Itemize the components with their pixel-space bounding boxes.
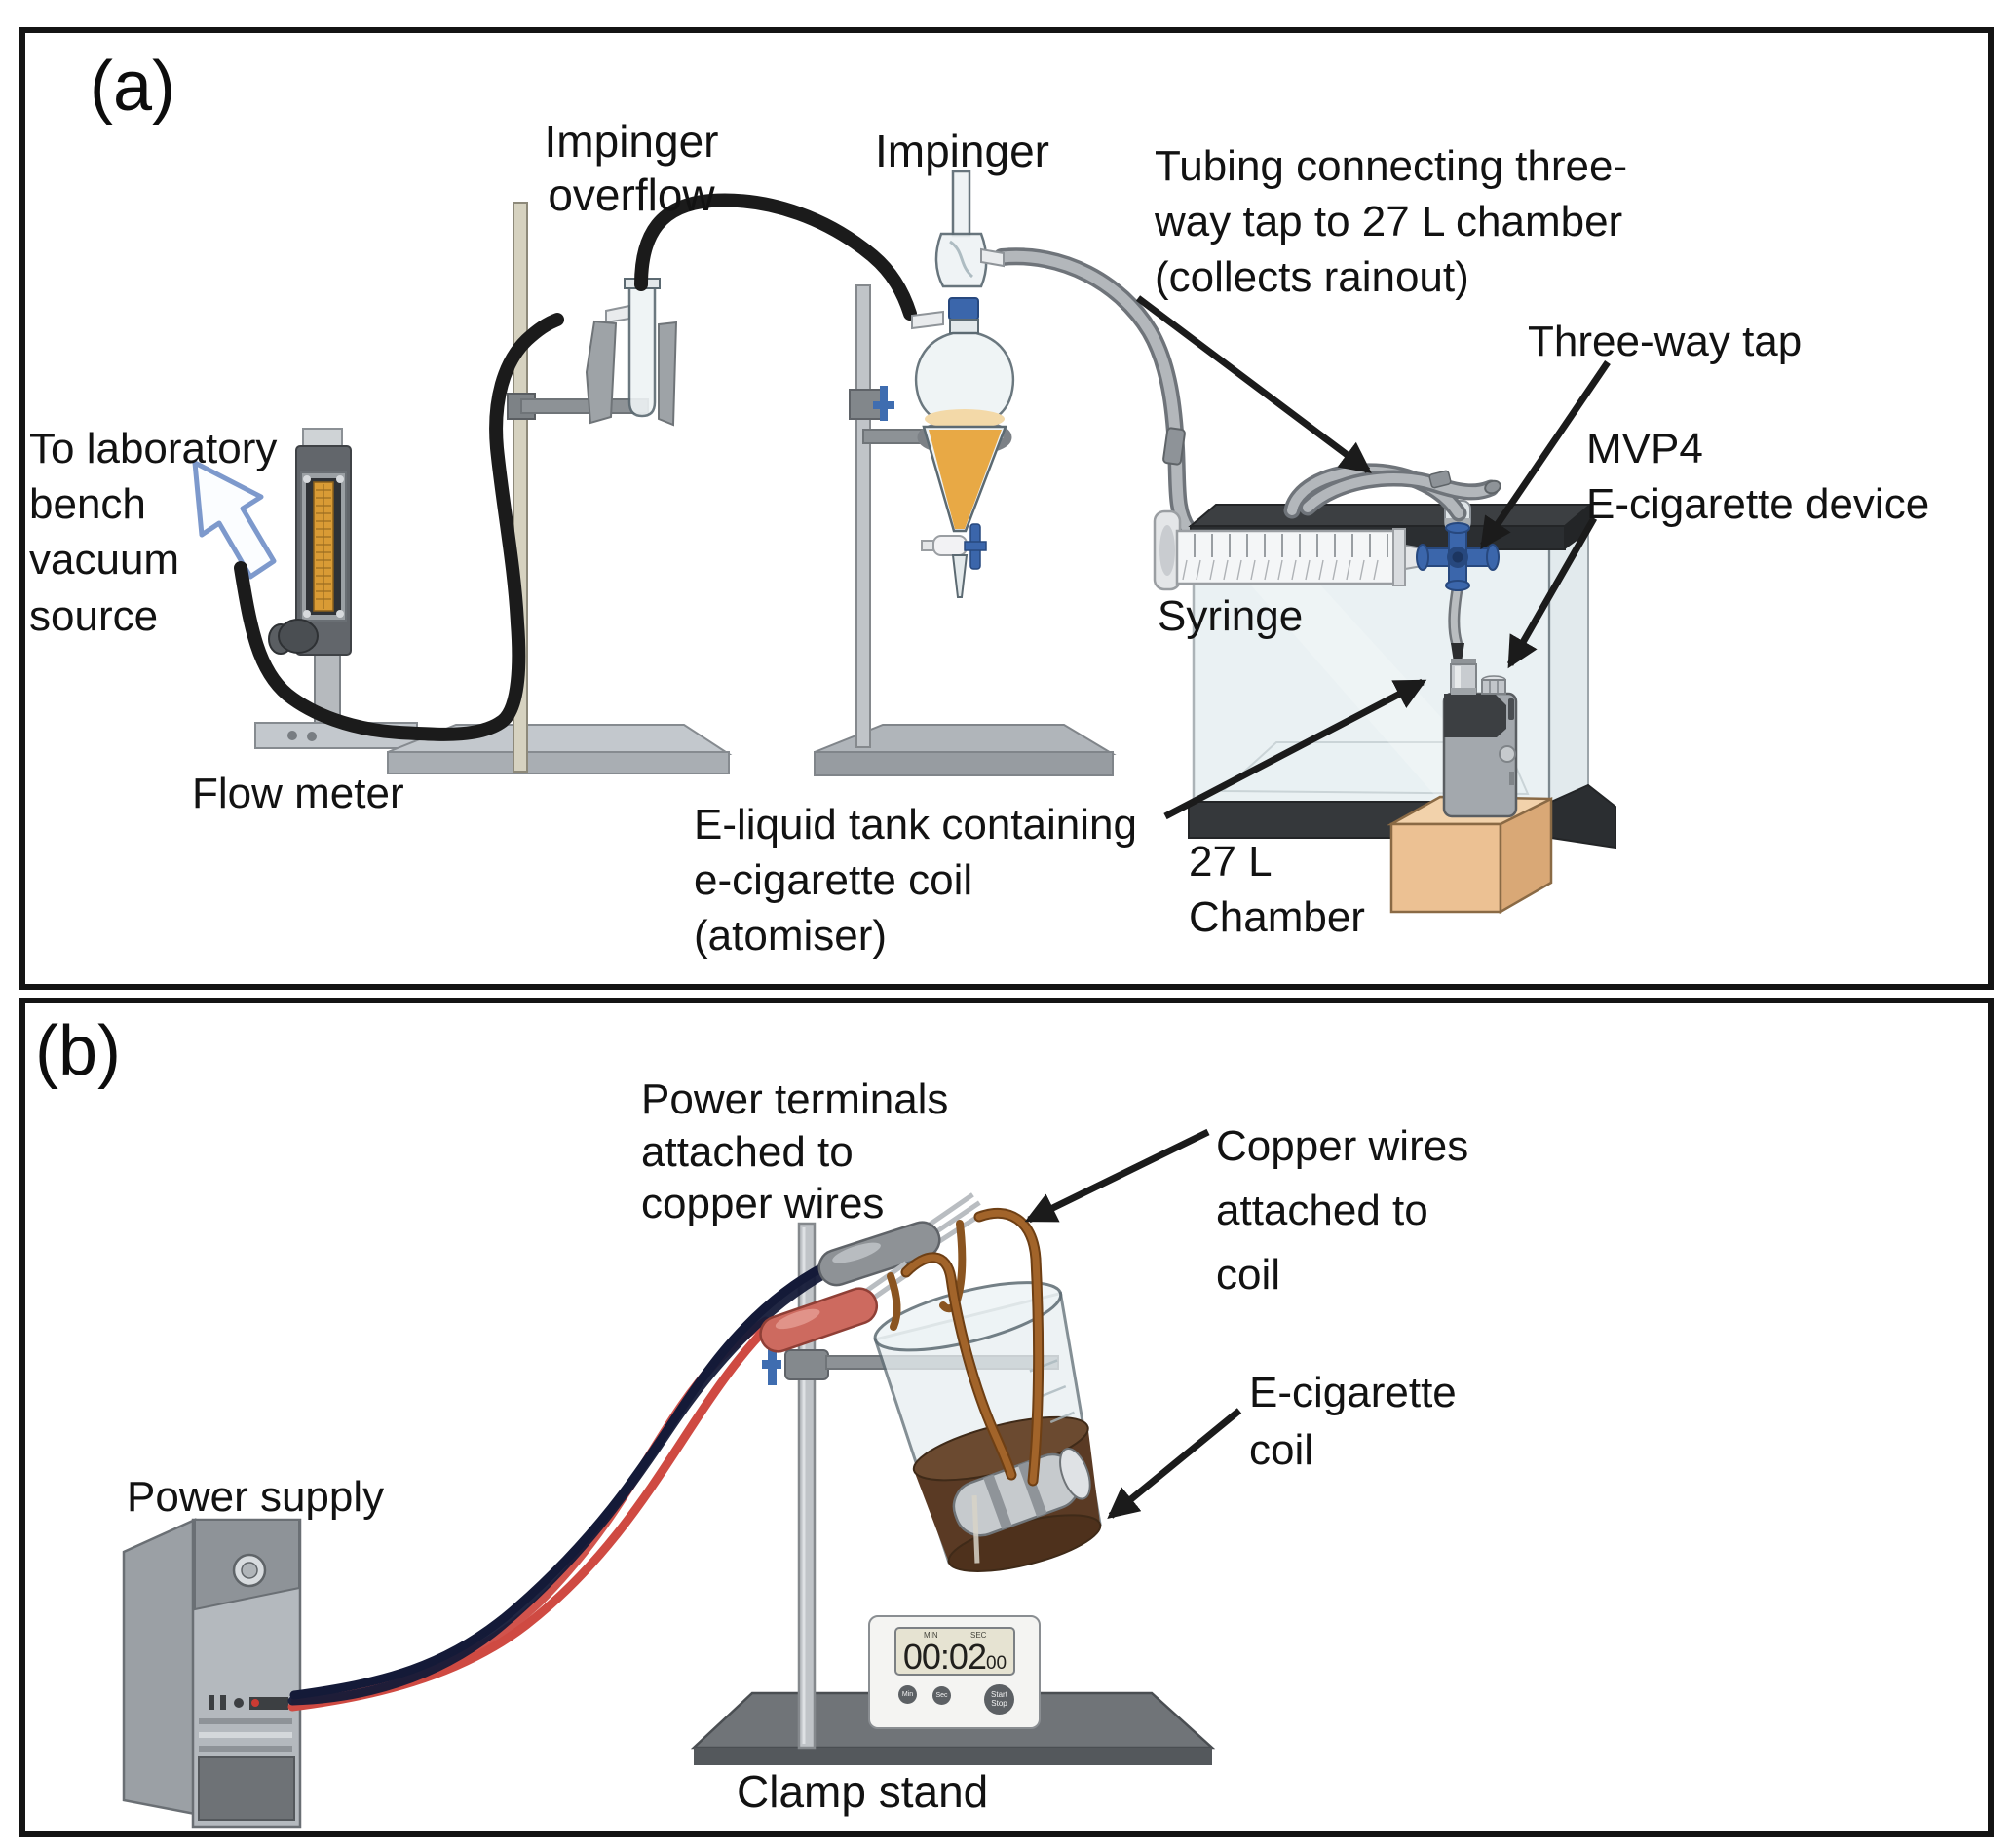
label-tubing-rainout: Tubing connecting three- way tap to 27 L… <box>1155 142 1628 302</box>
label-impinger: Impinger <box>875 126 1049 176</box>
panel-b-letter: (b) <box>35 1012 121 1090</box>
label-power-terminals: Power terminals attached to copper wires <box>641 1075 949 1228</box>
timer-subseconds: 00 <box>985 1653 1007 1674</box>
label-mvp4-device: MVP4 E-cigarette device <box>1586 425 1930 529</box>
label-27L-chamber: 27 L Chamber <box>1189 838 1365 942</box>
label-copper-wires: Copper wires attached to coil <box>1216 1122 1469 1299</box>
label-flow-meter: Flow meter <box>192 770 404 817</box>
label-eliquid-tank: E-liquid tank containing e-cigarette coi… <box>694 801 1137 961</box>
panel-a-letter: (a) <box>90 48 175 126</box>
timer-min-button: Min <box>898 1685 917 1704</box>
timer-sec-unit: SEC <box>970 1631 987 1640</box>
timer-sec-button: Sec <box>932 1686 951 1705</box>
label-impinger-overflow: Impinger overflow <box>544 116 719 221</box>
timer-display: MIN SEC 00:0200 <box>894 1627 1015 1676</box>
label-syringe: Syringe <box>1158 592 1304 640</box>
timer-startstop-button: Start Stop <box>984 1684 1014 1715</box>
timer-min-unit: MIN <box>924 1631 938 1640</box>
label-three-way-tap: Three-way tap <box>1528 318 1803 365</box>
timer-time: 00:02 <box>902 1637 987 1676</box>
timer: MIN SEC 00:0200 Min Sec Start Stop <box>868 1615 1041 1729</box>
label-clamp-stand: Clamp stand <box>737 1766 989 1817</box>
label-vacuum-source: To laboratory bench vacuum source <box>29 425 278 640</box>
label-power-supply: Power supply <box>127 1473 385 1521</box>
label-ecig-coil: E-cigarette coil <box>1249 1369 1457 1475</box>
